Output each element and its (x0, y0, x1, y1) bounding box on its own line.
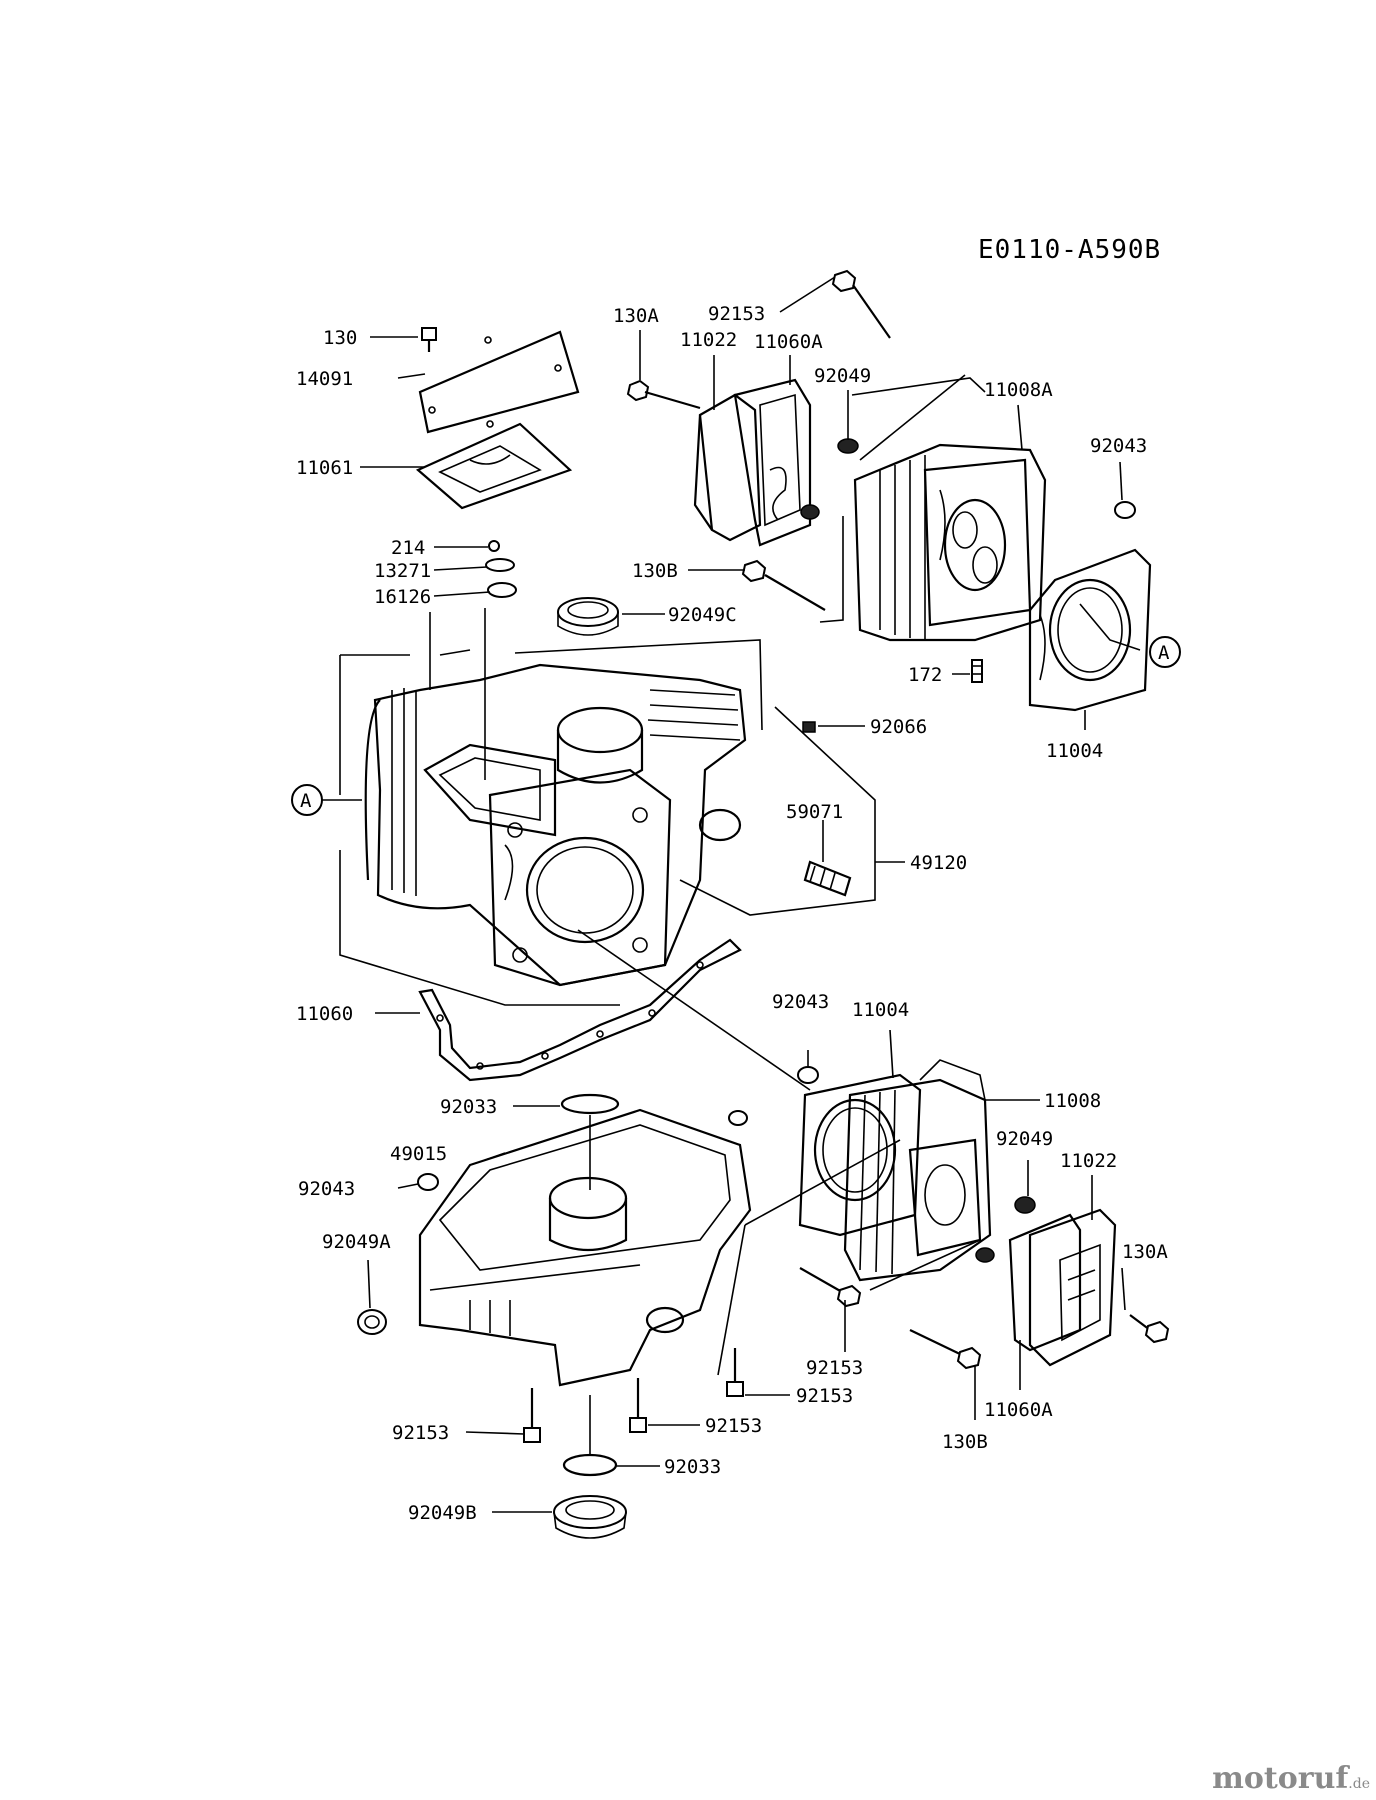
label-11060: 11060 (296, 1003, 353, 1025)
stud-172-part (971, 659, 983, 683)
bolt-130-part (421, 327, 437, 352)
pin-92043-mid (797, 1066, 819, 1084)
callout-a-right: A (1149, 636, 1181, 668)
pin-92066-part (802, 721, 816, 733)
breather-cover-part (418, 330, 580, 434)
label-92043-left: 92043 (298, 1178, 355, 1200)
oil-seal-92049b-part (553, 1495, 627, 1539)
label-92049a: 92049A (322, 1231, 391, 1253)
svg-text:A: A (1158, 642, 1170, 664)
label-92043-mid: 92043 (772, 991, 829, 1013)
label-92049-bottom: 92049 (996, 1128, 1053, 1150)
washer-92049-bottom-2 (975, 1247, 995, 1263)
svg-text:A: A (300, 790, 312, 812)
label-214: 214 (391, 537, 425, 559)
pipe-59071-part (803, 860, 852, 897)
cylinder-head-top-part (853, 443, 1047, 642)
label-130b-bottom: 130B (942, 1431, 988, 1453)
label-11060a-top: 11060A (754, 331, 823, 353)
pin-92043-top (1114, 501, 1136, 519)
head-gasket-top-part (1028, 548, 1152, 712)
label-92033-bottom: 92033 (664, 1456, 721, 1478)
label-11060a-bottom: 11060A (984, 1399, 1053, 1421)
oil-seal-92049c-part (557, 597, 619, 636)
callout-a-left: A (291, 784, 362, 816)
label-92153-d: 92153 (392, 1422, 449, 1444)
reference-lines (339, 374, 1176, 1455)
crankcase-cover-part (418, 1108, 752, 1387)
ring-92033-top (560, 1093, 620, 1115)
breather-plate-part (415, 422, 573, 510)
label-11004-top: 11004 (1046, 740, 1103, 762)
washer-92049-top-2 (800, 504, 820, 520)
label-16126: 16126 (374, 586, 431, 608)
head-gasket-bottom-part (798, 1073, 922, 1237)
rocker-cover-top-part (693, 393, 762, 542)
label-92049c: 92049C (668, 604, 737, 626)
label-11004-mid: 11004 (852, 999, 909, 1021)
seal-92049a-part (357, 1309, 387, 1335)
label-92043-top: 92043 (1090, 435, 1147, 457)
pin-92043-left (417, 1173, 439, 1191)
bolts-top-part (626, 269, 891, 611)
part-labels: 130 14091 11061 214 13271 16126 130A 921… (296, 303, 1168, 1524)
label-130a-bottom: 130A (1122, 1241, 1168, 1263)
washer-92049-bottom (1014, 1196, 1036, 1214)
label-92033-top: 92033 (440, 1096, 497, 1118)
rocker-gasket-bottom-part (1008, 1213, 1082, 1352)
diagram-code: E0110-A590B (978, 235, 1161, 265)
label-11061: 11061 (296, 457, 353, 479)
label-11008: 11008 (1044, 1090, 1101, 1112)
label-11022-top: 11022 (680, 329, 737, 351)
label-92153-b: 92153 (796, 1385, 853, 1407)
label-92153-c: 92153 (705, 1415, 762, 1437)
rocker-gasket-top-part (733, 378, 812, 547)
washer-92049-top (837, 438, 859, 454)
label-11022-bottom: 11022 (1060, 1150, 1117, 1172)
gasket-11060-part (418, 938, 742, 1082)
label-130b-top: 130B (632, 560, 678, 582)
bolts-bottom-right-part (799, 1267, 1170, 1370)
label-13271: 13271 (374, 560, 431, 582)
label-92049-top: 92049 (814, 365, 871, 387)
label-130: 130 (323, 327, 357, 349)
label-11008a: 11008A (984, 379, 1053, 401)
pin-92043-right (728, 1110, 748, 1126)
cylinder-head-bottom-part (843, 1059, 992, 1282)
label-130a-top: 130A (613, 305, 659, 327)
crankcase-part (364, 663, 747, 987)
label-92153-a: 92153 (806, 1357, 863, 1379)
label-92049b: 92049B (408, 1502, 477, 1524)
leader-lines (360, 276, 1126, 1513)
label-49120: 49120 (910, 852, 967, 874)
bolts-bottom-part (523, 1348, 744, 1443)
rocker-cover-bottom-part (1028, 1208, 1117, 1367)
label-92066: 92066 (870, 716, 927, 738)
label-49015: 49015 (390, 1143, 447, 1165)
watermark-logo: motoruf.de (1212, 1761, 1370, 1796)
label-172: 172 (908, 664, 942, 686)
label-14091: 14091 (296, 368, 353, 390)
label-59071: 59071 (786, 801, 843, 823)
ring-92033-bottom (562, 1453, 618, 1477)
breather-small-parts (485, 540, 517, 598)
label-92153-top: 92153 (708, 303, 765, 325)
